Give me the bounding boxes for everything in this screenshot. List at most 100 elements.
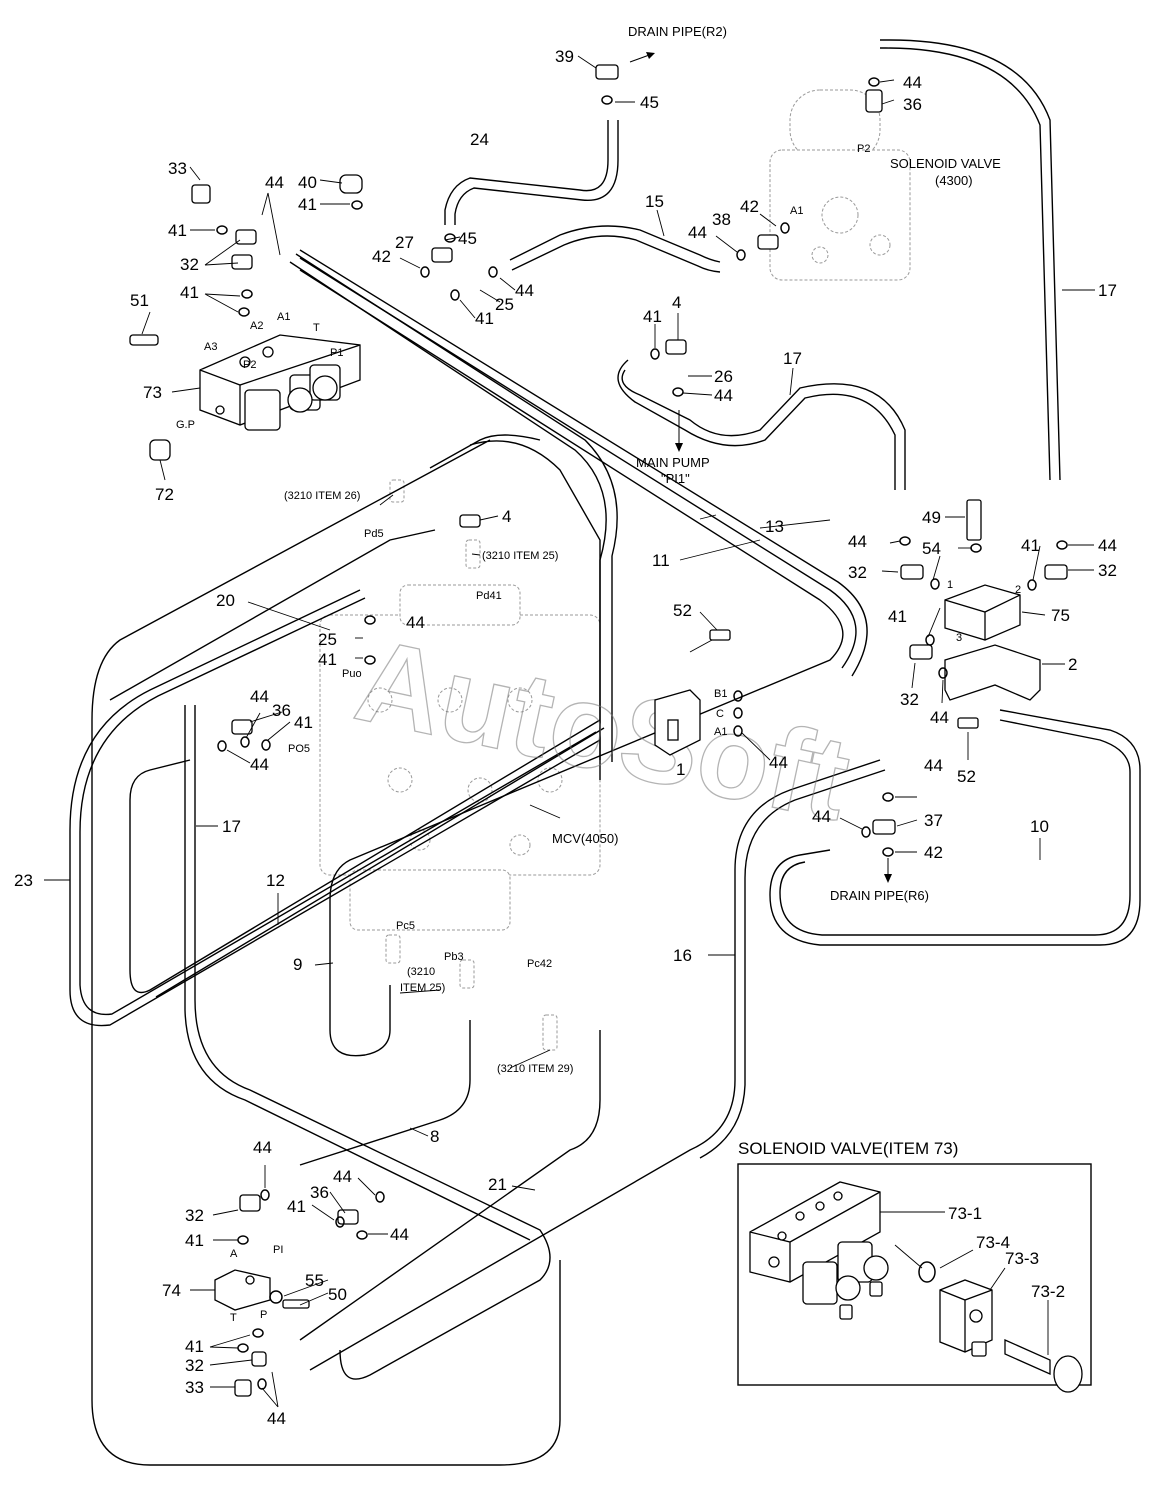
hose-23-outer: [91, 439, 601, 1466]
block-74: [214, 1269, 271, 1311]
main-pump-label: MAIN PUMP: [636, 455, 710, 470]
callout-9: 9: [293, 955, 302, 974]
port-b1-label: B1: [714, 688, 727, 700]
leader-lines: [44, 55, 1095, 1408]
ghost-solenoid-valve-4300: [769, 89, 911, 281]
callout-44: 44: [406, 613, 425, 632]
port-a1-label: A1: [714, 726, 727, 738]
callout-1: 1: [676, 760, 685, 779]
callout-72: 72: [155, 485, 174, 504]
main-pump-port-label: "PI1": [661, 471, 690, 486]
callout-10: 10: [1030, 817, 1049, 836]
drain-pipe-r2-label: DRAIN PIPE(R2): [628, 24, 727, 39]
callout-50: 50: [328, 1285, 347, 1304]
callout-4: 4: [672, 293, 681, 312]
port-a1-label: A1: [790, 205, 803, 217]
hose-17-right-b: [880, 47, 1051, 481]
hose-17-left: [194, 705, 551, 1380]
port-p1-label: P1: [330, 347, 343, 359]
port-a1-label: A1: [277, 311, 290, 323]
callout-4: 4: [502, 507, 511, 526]
hose-pd5-b: [109, 529, 436, 701]
callout-41: 41: [1021, 536, 1040, 555]
callout-44: 44: [903, 73, 922, 92]
callout-36: 36: [272, 701, 291, 720]
hose-17-right: [880, 39, 1061, 481]
callout-52: 52: [673, 601, 692, 620]
hose-24: [444, 120, 609, 225]
callout-44: 44: [390, 1225, 409, 1244]
callout-13: 13: [765, 517, 784, 536]
hose-9b: [295, 253, 618, 762]
callout-45: 45: [640, 93, 659, 112]
port-pi-label: PI: [273, 1244, 283, 1256]
callout-33: 33: [185, 1378, 204, 1397]
gp-plug-72: [149, 439, 171, 461]
callout-33: 33: [168, 159, 187, 178]
callout-17: 17: [1098, 281, 1117, 300]
item-25-ref-label: (3210 ITEM 25): [482, 550, 558, 562]
port-3-label: 3: [956, 632, 962, 644]
callout-44: 44: [250, 687, 269, 706]
callout-32: 32: [185, 1206, 204, 1225]
callout-41: 41: [318, 650, 337, 669]
item-29-ref-label: (3210 ITEM 29): [497, 1063, 573, 1075]
port-p2-label: P2: [857, 143, 870, 155]
callout-24: 24: [470, 130, 489, 149]
callout-36: 36: [903, 95, 922, 114]
callout-42: 42: [372, 247, 391, 266]
callout-45: 45: [458, 229, 477, 248]
hose-13b: [299, 249, 868, 677]
callout-44: 44: [253, 1138, 272, 1157]
callout-73-2: 73-2: [1031, 1282, 1065, 1301]
hose-17-mid-b: [617, 359, 896, 490]
solenoid-valve-73: [199, 334, 361, 431]
flow-arrows: [629, 52, 892, 883]
callout-44: 44: [1098, 536, 1117, 555]
callout-32: 32: [1098, 561, 1117, 580]
callout-44: 44: [930, 708, 949, 727]
port-po5-label: PO5: [288, 743, 310, 755]
callout-39: 39: [555, 47, 574, 66]
hose-15: [509, 225, 721, 263]
hose-12: [129, 719, 601, 994]
callout-51: 51: [130, 291, 149, 310]
callout-44: 44: [250, 755, 269, 774]
callout-17: 17: [783, 349, 802, 368]
callout-36: 36: [310, 1183, 329, 1202]
callout-12: 12: [266, 871, 285, 890]
port-a2-label: A2: [250, 320, 263, 332]
hose-11: [299, 269, 844, 1057]
callout-40: 40: [298, 173, 317, 192]
callout-73-3: 73-3: [1005, 1249, 1039, 1268]
hose-9: [289, 261, 607, 760]
callout-25: 25: [318, 630, 337, 649]
callout-21: 21: [488, 1175, 507, 1194]
bracket-2: [944, 644, 1041, 701]
callout-74: 74: [162, 1281, 181, 1300]
callout-41: 41: [180, 283, 199, 302]
callout-26: 26: [714, 367, 733, 386]
callout-11: 11: [652, 551, 670, 570]
bolt-51: [129, 334, 159, 346]
item-25-ref-label-line1: (3210: [407, 966, 435, 978]
hose-13: [299, 257, 857, 669]
port-p2-label: P2: [243, 359, 256, 371]
callout-27: 27: [395, 233, 414, 252]
port-t-label: T: [230, 1312, 237, 1324]
callout-41: 41: [185, 1231, 204, 1250]
port-pc42-label: Pc42: [527, 958, 552, 970]
fittings: [191, 64, 1068, 1397]
hose-12b: [155, 727, 605, 998]
callout-52: 52: [957, 767, 976, 786]
item-25-ref-label-line2: ITEM 25): [400, 982, 445, 994]
callout-16: 16: [673, 946, 692, 965]
ghost-mcv-4050: [319, 584, 601, 931]
callout-numbers: 39 45 24 45 15 44 38 42 44 36 17 33 41 3…: [14, 47, 1117, 1428]
callout-55: 55: [305, 1271, 324, 1290]
callout-44: 44: [265, 173, 284, 192]
callout-38: 38: [712, 210, 731, 229]
callout-73-4: 73-4: [976, 1233, 1010, 1252]
callout-15: 15: [645, 192, 664, 211]
callout-44: 44: [812, 807, 831, 826]
